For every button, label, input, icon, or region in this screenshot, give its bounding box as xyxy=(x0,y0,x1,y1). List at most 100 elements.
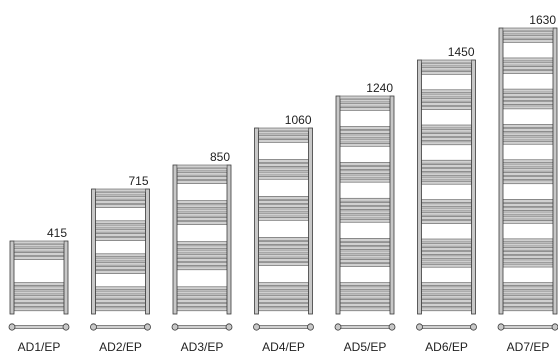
rail-ad3-2-1 xyxy=(176,217,228,221)
side-tube-right-ad3 xyxy=(226,164,232,315)
bottom-rail-ad4 xyxy=(257,325,310,329)
rail-ad2-2-4 xyxy=(95,220,146,225)
rail-ad5-0-3 xyxy=(339,294,391,299)
rail-ad4-4-2 xyxy=(258,130,309,135)
rail-ad7-1-4 xyxy=(502,246,554,251)
bottom-end-cap-ad2-right xyxy=(144,323,151,331)
rail-ad2-2-2 xyxy=(95,228,146,233)
radiator-ad2 xyxy=(91,188,150,315)
rail-ad2-1-1 xyxy=(95,266,146,270)
rail-ad6-2-0 xyxy=(421,220,472,224)
rail-ad5-2-5 xyxy=(339,197,391,202)
rail-ad4-1-5 xyxy=(258,241,309,245)
rail-ad7-0-2 xyxy=(502,299,554,303)
rail-ad6-4-2 xyxy=(421,133,472,137)
rail-ad5-4-4 xyxy=(339,126,391,130)
rail-ad7-2-2 xyxy=(502,211,554,216)
rail-ad5-1-2 xyxy=(339,254,391,259)
model-label-ad2: AD2/EP xyxy=(99,340,142,354)
rail-ad6-3-2 xyxy=(421,172,472,177)
rail-ad7-1-3 xyxy=(502,251,554,255)
bottom-end-cap-ad1-left xyxy=(8,323,16,331)
rail-ad4-1-6 xyxy=(258,237,309,241)
bottom-view-ad7 xyxy=(497,323,558,331)
rail-ad6-0-0 xyxy=(421,307,472,312)
rail-ad3-1-3 xyxy=(176,253,228,258)
rail-ad6-0-1 xyxy=(421,303,472,307)
side-tube-left-ad1 xyxy=(9,240,15,315)
rail-ad3-1-0 xyxy=(176,266,228,271)
rail-ad6-4-4 xyxy=(421,124,472,129)
rail-ad3-1-1 xyxy=(176,262,228,266)
height-label-ad6: 1450 xyxy=(448,45,475,59)
rail-ad4-3-4 xyxy=(258,159,309,163)
rail-ad5-2-0 xyxy=(339,218,391,223)
rail-ad5-4-3 xyxy=(339,130,391,134)
rail-ad2-3-2 xyxy=(95,195,146,200)
radiator-ad6 xyxy=(417,59,476,315)
rail-ad2-1-4 xyxy=(95,253,146,258)
rail-ad4-0-0 xyxy=(258,307,309,312)
rail-ad2-1-2 xyxy=(95,261,146,266)
height-label-ad4: 1060 xyxy=(285,113,312,127)
rail-ad2-0-2 xyxy=(95,299,146,303)
height-label-ad5: 1240 xyxy=(366,81,393,95)
rail-ad3-0-0 xyxy=(176,307,228,312)
rail-ad2-3-1 xyxy=(95,200,146,204)
bottom-end-cap-ad4-left xyxy=(253,323,260,331)
rail-ad6-0-5 xyxy=(421,286,472,291)
rail-ad7-2-1 xyxy=(502,215,554,220)
bottom-end-cap-ad3-left xyxy=(171,323,179,331)
rail-ad5-0-0 xyxy=(339,307,391,312)
rail-ad5-1-5 xyxy=(339,242,391,246)
rail-ad7-0-1 xyxy=(502,303,554,307)
rail-ad3-1-4 xyxy=(176,249,228,254)
radiator-ad3 xyxy=(172,164,232,315)
top-rail-ad6 xyxy=(421,59,472,64)
rail-ad6-1-1 xyxy=(421,259,472,264)
rail-ad5-2-1 xyxy=(339,214,391,219)
rail-ad4-2-1 xyxy=(258,212,309,217)
rail-ad7-4-3 xyxy=(502,128,554,132)
model-labels-group: AD1/EP AD2/EP AD3/EP AD4/EP AD5/EP AD6/E… xyxy=(18,340,550,354)
rail-ad7-5-3 xyxy=(502,92,554,97)
rail-ad7-3-3 xyxy=(502,167,554,172)
rail-ad7-1-5 xyxy=(502,242,554,247)
rail-ad4-4-1 xyxy=(258,134,309,139)
rail-ad7-5-0 xyxy=(502,105,554,110)
rail-ad5-3-4 xyxy=(339,162,391,166)
height-labels-group: 415 715 850 1060 1240 1450 1630 xyxy=(47,13,556,240)
rail-ad7-2-3 xyxy=(502,207,554,212)
rail-ad7-7-2 xyxy=(502,30,554,35)
rail-ad1-0-4 xyxy=(13,290,65,295)
side-tube-right-ad1 xyxy=(63,240,69,315)
rail-ad1-0-6 xyxy=(13,282,65,286)
bottom-view-ad4 xyxy=(253,323,314,331)
rail-ad3-0-2 xyxy=(176,299,228,303)
rail-ad7-0-0 xyxy=(502,307,554,312)
rail-ad7-0-6 xyxy=(502,282,554,286)
rail-ad5-0-6 xyxy=(339,282,391,286)
rail-ad5-1-6 xyxy=(339,238,391,242)
rail-ad6-5-0 xyxy=(421,106,472,110)
rail-ad5-2-2 xyxy=(339,210,391,215)
bottom-view-ad5 xyxy=(334,323,396,331)
rail-ad4-0-6 xyxy=(258,282,309,286)
rail-ad6-0-3 xyxy=(421,294,472,299)
rail-ad4-3-0 xyxy=(258,175,309,180)
model-label-ad6: AD6/EP xyxy=(425,340,468,354)
rail-ad5-1-1 xyxy=(339,259,391,263)
rail-ad3-0-1 xyxy=(176,303,228,307)
bottom-rail-ad3 xyxy=(175,325,229,329)
rail-ad7-1-1 xyxy=(502,259,554,264)
top-rail-ad5 xyxy=(339,95,391,100)
bottom-end-cap-ad4-right xyxy=(307,323,314,331)
side-tube-left-ad7 xyxy=(498,27,504,315)
rail-ad6-4-0 xyxy=(421,141,472,146)
rail-ad2-3-3 xyxy=(95,191,146,196)
rail-ad4-2-5 xyxy=(258,196,309,200)
rail-ad7-2-5 xyxy=(502,199,554,203)
rail-ad6-0-4 xyxy=(421,290,472,295)
rail-ad5-2-4 xyxy=(339,202,391,206)
rail-ad7-2-4 xyxy=(502,203,554,207)
